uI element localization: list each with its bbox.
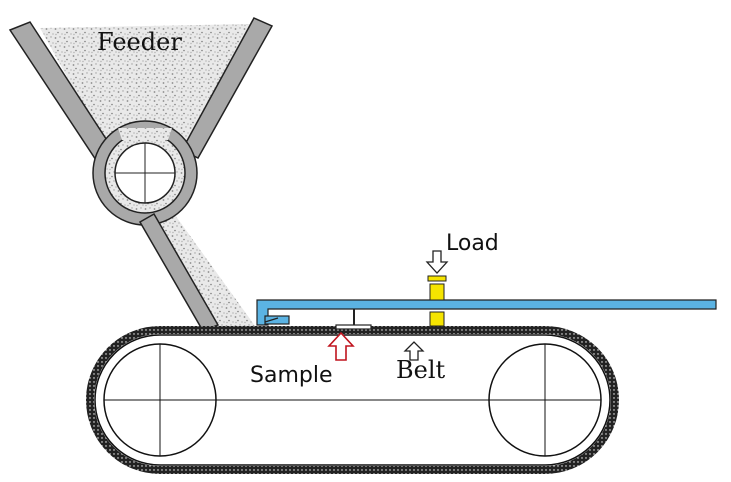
discharge-chute — [138, 212, 220, 332]
sample-holder — [335, 309, 372, 330]
weight-upper — [429, 283, 445, 301]
sample-arrow — [327, 331, 355, 361]
belt-label: Belt — [396, 356, 446, 384]
sample-label: Sample — [250, 363, 333, 388]
load-arrow — [425, 250, 449, 274]
load-label: Load — [446, 231, 499, 256]
weight-lower — [429, 311, 445, 327]
feeder-hopper — [8, 17, 274, 332]
load-arm — [256, 299, 717, 326]
conveyor-belt — [86, 326, 619, 474]
powder-in-hopper — [40, 24, 250, 170]
load-weights — [427, 275, 447, 327]
belt-arrow — [403, 341, 425, 361]
hopper-right-wall — [180, 17, 274, 159]
feeder-label: Feeder — [97, 28, 182, 56]
